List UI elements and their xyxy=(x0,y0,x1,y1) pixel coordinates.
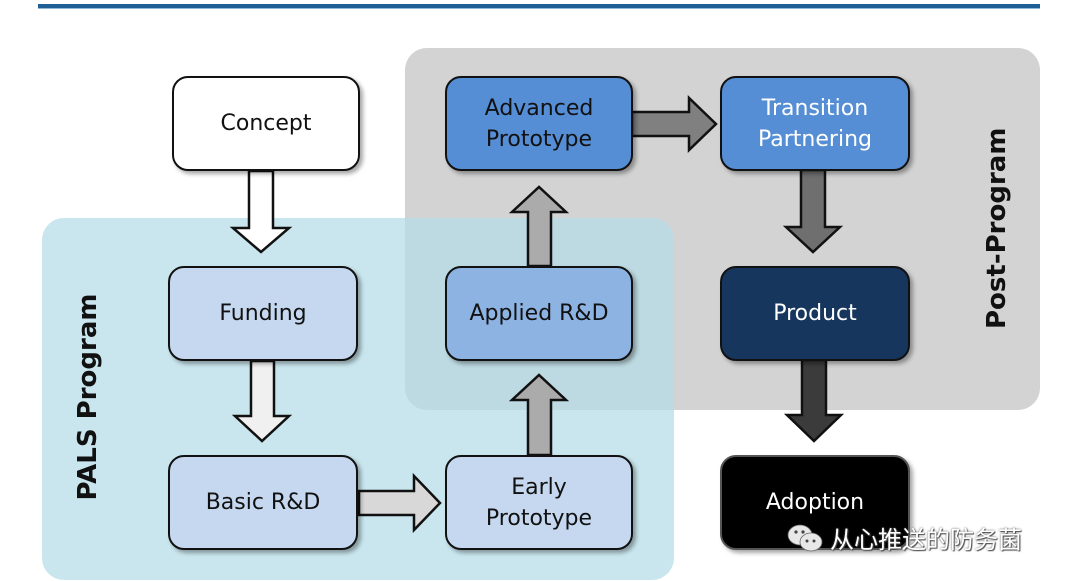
node-transition-partnering: Transition Partnering xyxy=(720,76,910,171)
node-early-prototype: Early Prototype xyxy=(445,455,633,550)
arrow-basic-rd-to-early-prototype xyxy=(357,472,442,534)
header-rule xyxy=(38,4,1040,8)
node-applied-rd: Applied R&D xyxy=(445,266,633,361)
arrow-transition-partnering-to-product xyxy=(782,168,844,254)
node-product: Product xyxy=(720,266,910,361)
node-concept-label: Concept xyxy=(220,111,312,136)
node-advanced-prototype-label: Advanced Prototype xyxy=(484,95,594,152)
arrow-applied-rd-to-advanced-prototype xyxy=(508,185,570,268)
arrow-advanced-prototype-to-transition-partnering xyxy=(630,95,718,153)
node-basic-rd-label: Basic R&D xyxy=(205,490,321,515)
node-funding: Funding xyxy=(168,266,358,361)
node-advanced-prototype: Advanced Prototype xyxy=(445,76,633,171)
arrow-early-prototype-to-applied-rd xyxy=(508,373,570,457)
watermark-text: 从心推送的防务菌 xyxy=(830,526,1022,554)
arrow-concept-to-funding xyxy=(229,169,293,254)
arrow-funding-to-basic-rd xyxy=(231,359,293,443)
node-early-prototype-label: Early Prototype xyxy=(485,474,593,531)
header-rule-highlight xyxy=(38,8,1040,9)
node-concept: Concept xyxy=(172,76,360,171)
node-adoption-label: Adoption xyxy=(765,490,865,515)
node-applied-rd-label: Applied R&D xyxy=(469,301,609,326)
arrow-product-to-adoption xyxy=(783,358,845,443)
node-transition-partnering-label: Transition Partnering xyxy=(758,95,872,152)
wechat-icon xyxy=(787,524,823,551)
node-product-label: Product xyxy=(773,301,857,326)
node-basic-rd: Basic R&D xyxy=(168,455,358,550)
node-funding-label: Funding xyxy=(219,301,307,326)
watermark: 从心推送的防务菌 xyxy=(786,520,1022,555)
